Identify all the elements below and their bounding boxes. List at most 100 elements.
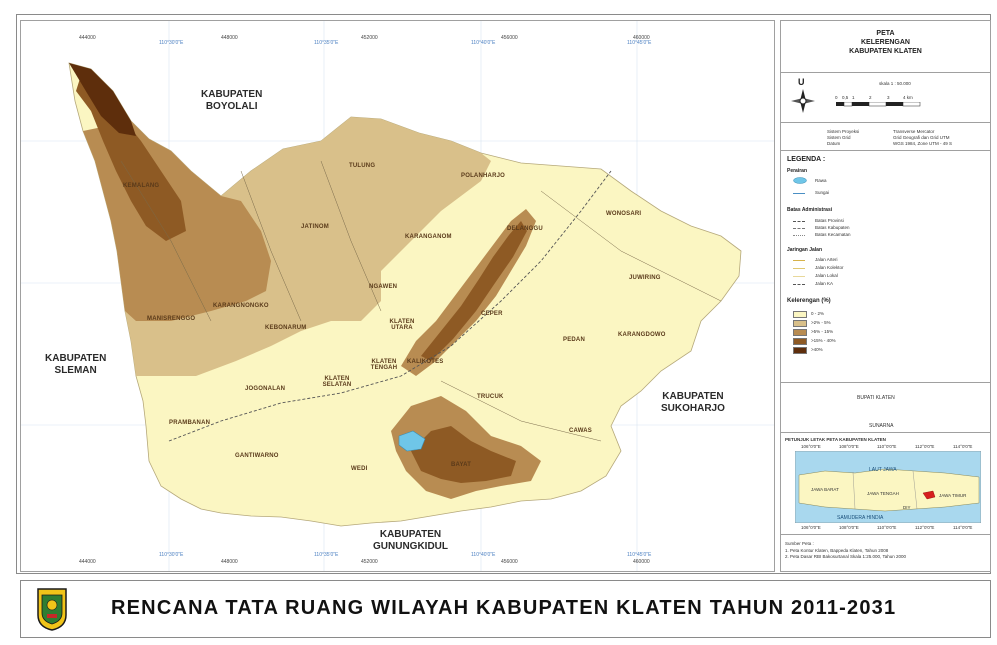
inset-tick-bottom-3: 110°0'0"E: [877, 525, 897, 530]
legend-lereng-head: Kelerengan (%): [787, 298, 831, 304]
lereng-swatch-4: [793, 338, 807, 345]
slope-map: [21, 21, 774, 571]
inset-diy: DIY: [903, 505, 911, 510]
scale-tick-3: 2: [869, 95, 872, 100]
tick-bottom-deg-2: 110°35'0"E: [314, 552, 339, 558]
inset-jawa-tengah: JAWA TENGAH: [867, 491, 899, 496]
scale-tick-0: 0: [835, 95, 838, 100]
sources-block: Sumber Peta : 1. Peta Kontur Klaten, Bap…: [781, 535, 990, 571]
district-kalikotes: KALIKOTES: [407, 359, 444, 365]
tick-bottom-deg-4: 110°45'0"E: [627, 552, 652, 558]
rawa-lake: [398, 430, 426, 452]
district-klaten-utara: KLATEN UTARA: [389, 319, 415, 331]
tick-top-deg-3: 110°40'0"E: [471, 40, 496, 46]
projection-block: Sistem Proyeksi Transverse Mercator Sist…: [781, 123, 990, 151]
proj-label-2: Sistem Grid: [827, 135, 851, 140]
legend-lereng-4: >15% - 40%: [811, 338, 836, 343]
inset-tick-bottom-5: 114°0'0"E: [953, 525, 973, 530]
railway-line: [168, 170, 612, 442]
inset-laut-jawa: LAUT JAWA: [869, 467, 897, 473]
district-trucuk: TRUCUK: [477, 394, 504, 400]
map-title-line2: KELERENGAN: [860, 39, 910, 46]
legend-lereng-5: >40%: [811, 347, 823, 352]
inset-tick-top-1: 106°0'0"E: [801, 444, 821, 449]
inset-tick-bottom-2: 108°0'0"E: [839, 525, 859, 530]
district-wonosari: WONOSARI: [606, 211, 642, 217]
slope-gt-40: [69, 63, 136, 136]
inset-map: [795, 451, 981, 523]
slope-ridge-core: [421, 221, 527, 361]
batas-kabupaten-symbol: [793, 228, 805, 229]
scale-tick-5: 4 km: [903, 95, 913, 100]
rivers: [120, 160, 722, 442]
inset-tick-top-5: 114°0'0"E: [953, 444, 973, 449]
district-pedan: PEDAN: [563, 337, 586, 343]
signature-title: BUPATI KLATEN: [857, 395, 895, 401]
label-sleman-line2: SLEMAN: [54, 365, 97, 376]
legend-title: LEGENDA :: [787, 156, 826, 163]
legend-batas-kabupaten: Batas Kabupaten: [815, 225, 850, 230]
batas-kecamatan-symbol: [793, 235, 805, 236]
inset-tick-top-2: 108°0'0"E: [839, 444, 859, 449]
district-kemalang: KEMALANG: [123, 183, 160, 189]
tick-top-deg-4: 110°45'0"E: [627, 40, 652, 46]
proj-value-2: Grid Geografi dan Grid UTM: [893, 135, 950, 140]
district-wedi: WEDI: [351, 466, 368, 472]
tick-top-1: 444000: [79, 35, 96, 41]
tick-bottom-deg-3: 110°40'0"E: [471, 552, 496, 558]
legend-panel: PETA KELERENGAN KABUPATEN KLATEN U skala…: [780, 20, 991, 572]
district-jogonalan: JOGONALAN: [245, 386, 286, 392]
district-ngawen: NGAWEN: [369, 284, 398, 290]
scale-tick-4: 3: [887, 95, 890, 100]
district-prambanan: PRAMBANAN: [169, 420, 211, 426]
scale-tick-2: 1: [852, 95, 855, 100]
proj-label-1: Sistem Proyeksi: [827, 129, 860, 134]
batas-provinsi-symbol: [793, 221, 805, 222]
district-polanharjo: POLANHARJO: [461, 173, 506, 179]
map-panel: 444000 448000 452000 456000 460000 110°3…: [20, 20, 775, 572]
district-juwiring: JUWIRING: [629, 275, 661, 281]
tick-top-deg-2: 110°35'0"E: [314, 40, 339, 46]
district-karanganom: KARANGANOM: [405, 234, 452, 240]
jalan-arteri-symbol: [793, 260, 805, 261]
slope-south-core: [411, 426, 516, 483]
district-cawas: CAWAS: [569, 428, 593, 434]
north-label: U: [798, 77, 805, 87]
label-boyolali: KABUPATEN BOYOLALI: [201, 89, 262, 113]
inset-jawa-barat: JAWA BARAT: [811, 487, 839, 492]
tick-bottom-3: 452000: [361, 559, 378, 565]
legend-perairan-head: Perairan: [787, 168, 808, 174]
tick-bottom-deg-1: 110°30'0"E: [159, 552, 184, 558]
district-karangdowo: KARANGDOWO: [618, 332, 666, 338]
district-klaten-selatan: KLATEN SELATAN: [322, 376, 352, 388]
inset-tick-bottom-1: 106°0'0"E: [801, 525, 821, 530]
legend-lereng-2: >2% - 5%: [811, 320, 831, 325]
tick-bottom-4: 456000: [501, 559, 518, 565]
inset-block: PETUNJUK LETAK PETA KABUPATEN KLATEN 106…: [781, 433, 990, 535]
scale-tick-1: 0,5: [842, 95, 849, 100]
district-ceper: CEPER: [481, 311, 503, 317]
klaten-regency-logo: [37, 588, 67, 631]
lereng-swatch-1: [793, 311, 807, 318]
tick-top-5: 460000: [633, 35, 650, 41]
rawa-swatch: [793, 177, 807, 184]
label-gunungkidul: KABUPATEN GUNUNGKIDUL: [373, 529, 448, 553]
legend-jalan-kolektor: Jalan Kolektor: [815, 265, 844, 270]
district-tulung: TULUNG: [349, 163, 376, 169]
tick-bottom-1: 444000: [79, 559, 96, 565]
district-bayat: BAYAT: [451, 462, 472, 468]
tick-top-3: 452000: [361, 35, 378, 41]
scale-bar: [836, 102, 921, 107]
legend-rawa: Rawa: [815, 178, 827, 183]
tick-top-2: 448000: [221, 35, 238, 41]
label-boyolali-line2: BOYOLALI: [205, 101, 258, 112]
label-sleman: KABUPATEN SLEMAN: [45, 353, 106, 377]
legend-jalan-arteri: Jalan Arteri: [815, 257, 838, 262]
tick-bottom-2: 448000: [221, 559, 238, 565]
district-kebonarum: KEBONARUM: [265, 325, 307, 331]
lereng-swatch-3: [793, 329, 807, 336]
source-2: 2. Peta Dasar RBI Bakosurtanal Skala 1:2…: [785, 554, 906, 559]
inset-title: PETUNJUK LETAK PETA KABUPATEN KLATEN: [785, 437, 886, 442]
legend-jalan-ka: Jalan KA: [815, 281, 834, 286]
label-boyolali-line1: KABUPATEN: [201, 89, 263, 100]
